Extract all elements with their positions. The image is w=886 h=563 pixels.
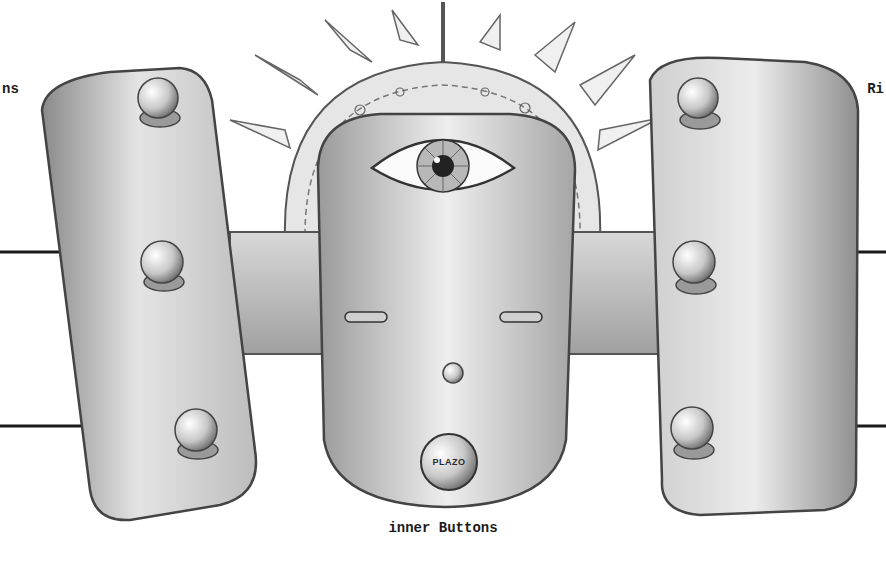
part-label: inner Buttons [388, 519, 497, 537]
cut-off-label: ns [2, 80, 19, 98]
brand-text: PLAZO [433, 457, 466, 468]
cut-off-label: Ri [867, 80, 884, 98]
